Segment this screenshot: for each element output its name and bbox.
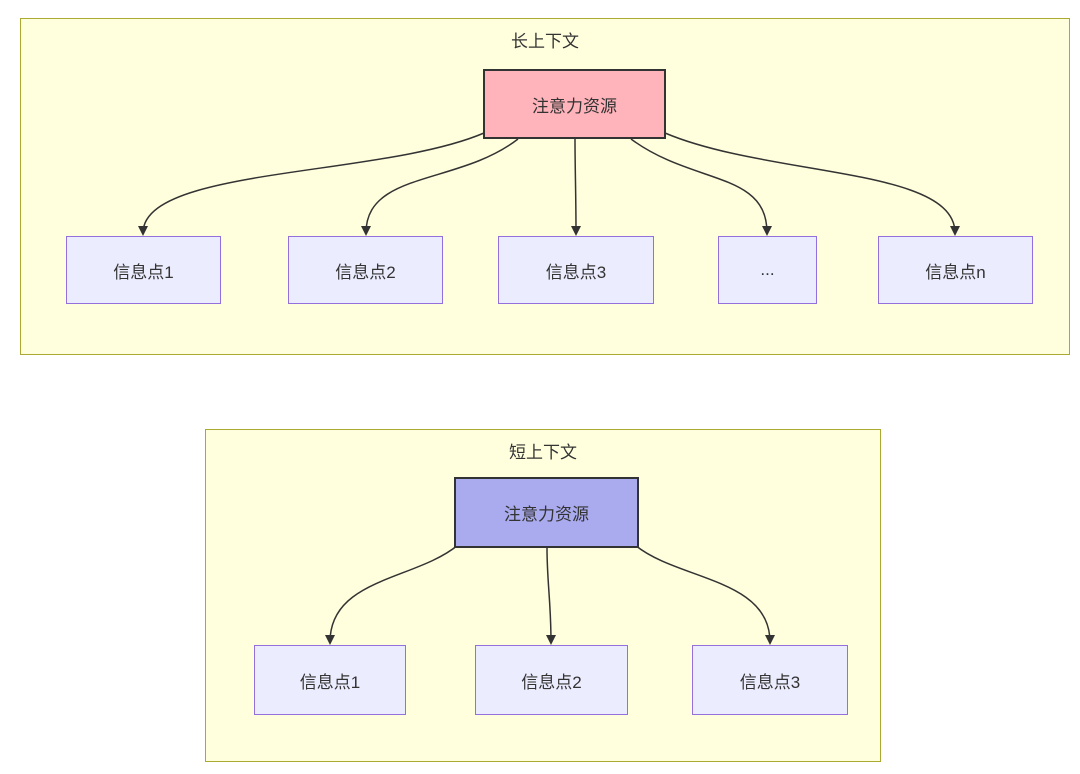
info-node-long-1: 信息点1 <box>66 236 221 304</box>
attention-resource-node-long: 注意力资源 <box>483 69 666 139</box>
edge-long-4 <box>630 138 772 236</box>
short-context-title: 短上下文 <box>509 443 577 462</box>
info-node-long-3: 信息点3 <box>498 236 654 304</box>
edge-short-3 <box>634 544 775 645</box>
edge-long-2 <box>361 138 519 236</box>
attention-resource-label-long: 注意力资源 <box>532 96 617 116</box>
long-context-title: 长上下文 <box>511 32 579 51</box>
info-node-label: 信息点1 <box>299 672 361 692</box>
info-node-short-3: 信息点3 <box>692 645 848 715</box>
attention-resource-label-short: 注意力资源 <box>504 505 589 524</box>
info-node-label: 信息点2 <box>335 262 396 282</box>
info-node-long-ellipsis: ... <box>718 236 817 304</box>
info-node-label: 信息点n <box>925 262 986 282</box>
info-node-label: 信息点1 <box>113 262 174 282</box>
info-node-label: ... <box>760 260 775 279</box>
edge-long-5 <box>664 132 960 236</box>
edge-long-3 <box>570 138 581 236</box>
edge-short-2 <box>545 547 556 645</box>
info-node-label: 信息点3 <box>739 672 801 692</box>
attention-resource-node-short: 注意力资源 <box>454 477 639 548</box>
info-node-long-2: 信息点2 <box>288 236 443 304</box>
long-context-cluster: 长上下文 注意力资源 信息点1 信息点2 信息点3 ... <box>20 18 1070 355</box>
edge-short-1 <box>325 544 459 645</box>
short-context-cluster: 短上下文 注意力资源 信息点1 信息点2 信息点3 <box>205 429 881 762</box>
info-node-short-1: 信息点1 <box>254 645 406 715</box>
info-node-label: 信息点3 <box>545 262 607 282</box>
info-node-label: 信息点2 <box>521 672 582 692</box>
edge-long-1 <box>138 132 485 236</box>
info-node-short-2: 信息点2 <box>475 645 628 715</box>
info-node-long-n: 信息点n <box>878 236 1033 304</box>
